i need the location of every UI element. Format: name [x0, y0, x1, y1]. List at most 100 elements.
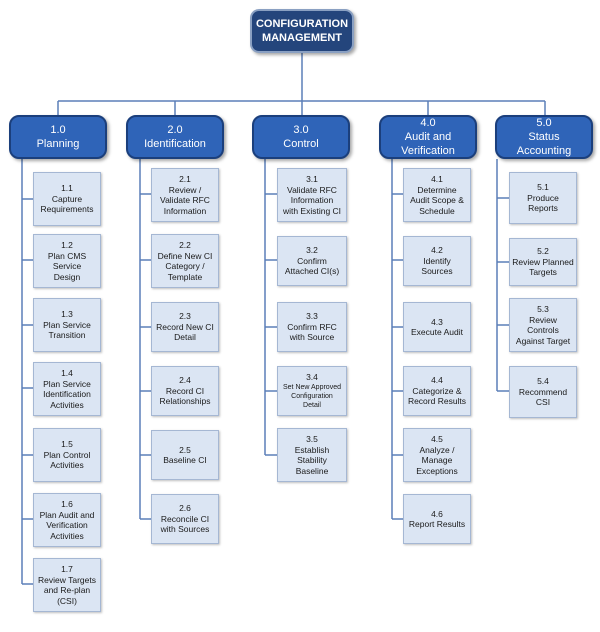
task-label: Exceptions: [416, 465, 458, 476]
task-label: Activities: [50, 399, 84, 410]
task-5-2: 5.2 Review Planned Targets: [509, 238, 577, 286]
task-number: 4.1: [431, 174, 443, 184]
task-label: Plan Service: [43, 378, 91, 389]
task-label: Relationships: [159, 396, 211, 407]
task-3-2: 3.2 Confirm Attached CI(s): [277, 236, 347, 286]
task-number: 4.2: [431, 245, 443, 256]
phase-title: Identification: [144, 138, 206, 150]
task-1-2: 1.2 Plan CMS Service Design: [33, 234, 101, 288]
phase-title: Audit and: [404, 131, 452, 143]
task-label: Determine: [417, 184, 457, 195]
task-number: 2.6: [179, 503, 191, 514]
task-label: Attached CI(s): [284, 266, 340, 277]
task-label: Information: [290, 195, 334, 205]
task-label: Configuration: [291, 392, 333, 400]
task-label: Design: [53, 271, 81, 282]
task-label: Reports: [528, 203, 558, 214]
task-label: and Re-plan: [43, 585, 91, 595]
task-label: Capture: [51, 193, 83, 204]
task-label: Plan Control: [43, 449, 91, 460]
phase-number: 2.0: [167, 124, 183, 136]
task-1-7: 1.7 Review Targets and Re-plan (CSI): [33, 558, 101, 612]
task-number: 2.4: [179, 375, 191, 386]
phase-identification: 2.0 Identification: [126, 115, 224, 159]
task-4-3: 4.3 Execute Audit: [403, 302, 471, 352]
task-label: Schedule: [419, 205, 455, 216]
task-number: 2.5: [179, 444, 191, 455]
phase-number: 3.0: [293, 124, 309, 136]
task-number: 4.6: [431, 508, 443, 519]
task-label: Review: [529, 314, 557, 325]
task-label: Audit Scope &: [410, 195, 464, 205]
task-label: Identify: [423, 255, 451, 266]
task-number: 3.3: [306, 311, 318, 322]
task-label: Define New CI: [157, 250, 213, 261]
task-label: Controls: [527, 325, 559, 335]
phase-number: 5.0: [536, 117, 552, 129]
task-number: 2.2: [179, 240, 191, 250]
task-4-2: 4.2 Identify Sources: [403, 236, 471, 286]
task-label: Validate RFC: [160, 195, 210, 205]
task-number: 1.7: [61, 564, 73, 574]
task-label: Identification: [43, 389, 91, 399]
task-1-3: 1.3 Plan Service Transition: [33, 298, 101, 352]
task-number: 1.2: [61, 240, 73, 250]
phase-number: 4.0: [420, 117, 436, 129]
task-number: 5.1: [537, 182, 549, 193]
task-number: 5.2: [537, 246, 549, 257]
task-2-1: 2.1 Review / Validate RFC Information: [151, 168, 219, 222]
task-label: Template: [167, 271, 203, 282]
task-label: Sources: [421, 266, 453, 277]
task-number: 1.6: [61, 499, 73, 509]
task-5-1: 5.1 Produce Reports: [509, 172, 577, 224]
task-label: Requirements: [40, 204, 94, 215]
task-number: 4.4: [431, 375, 443, 386]
task-label: Manage: [421, 455, 453, 465]
phase-planning: 1.0 Planning: [9, 115, 107, 159]
task-label: Plan Audit and: [39, 509, 95, 520]
task-label: Verification: [46, 520, 88, 530]
task-2-6: 2.6 Reconcile CI with Sources: [151, 494, 219, 544]
task-label: Categorize &: [412, 385, 462, 396]
phase-title-line2: Verification: [401, 145, 455, 157]
task-label: Reconcile CI: [160, 513, 210, 524]
task-5-4: 5.4 Recommend CSI: [509, 366, 577, 418]
task-label: CSI: [535, 397, 551, 408]
phase-number: 1.0: [50, 124, 66, 136]
task-number: 2.1: [179, 174, 191, 184]
phase-control: 3.0 Control: [252, 115, 350, 159]
task-number: 4.3: [431, 316, 443, 327]
task-1-6: 1.6 Plan Audit and Verification Activiti…: [33, 493, 101, 547]
task-3-5: 3.5 Establish Stability Baseline: [277, 428, 347, 482]
task-label: with Source: [289, 332, 335, 343]
task-number: 1.1: [61, 183, 73, 194]
task-number: 3.5: [306, 434, 318, 444]
task-label: Record Results: [407, 396, 467, 407]
task-2-2: 2.2 Define New CI Category / Template: [151, 234, 219, 288]
task-label: Activities: [50, 460, 84, 471]
task-number: 1.3: [61, 309, 73, 320]
task-number: 1.4: [61, 368, 73, 378]
task-4-6: 4.6 Report Results: [403, 494, 471, 544]
task-label: Category /: [165, 261, 205, 271]
task-number: 5.3: [537, 304, 549, 314]
task-label: Baseline CI: [163, 455, 207, 465]
phase-title: Planning: [36, 138, 80, 150]
task-label: Produce: [527, 192, 559, 203]
task-label: Review /: [168, 184, 202, 195]
task-number: 3.2: [306, 245, 318, 256]
task-number: 3.4: [306, 372, 318, 383]
task-label: Establish: [294, 444, 330, 455]
task-4-1: 4.1 Determine Audit Scope & Schedule: [403, 168, 471, 222]
task-label: Baseline: [295, 465, 329, 476]
phase-title: Status: [528, 131, 560, 143]
phase-title: Control: [283, 138, 319, 150]
task-number: 1.5: [61, 439, 73, 450]
task-2-4: 2.4 Record CI Relationships: [151, 366, 219, 416]
task-label: Plan Service: [43, 319, 91, 330]
task-label: Record CI: [165, 385, 205, 396]
task-label: Stability: [297, 455, 327, 465]
task-label: Validate RFC: [287, 184, 337, 195]
task-3-3: 3.3 Confirm RFC with Source: [277, 302, 347, 352]
